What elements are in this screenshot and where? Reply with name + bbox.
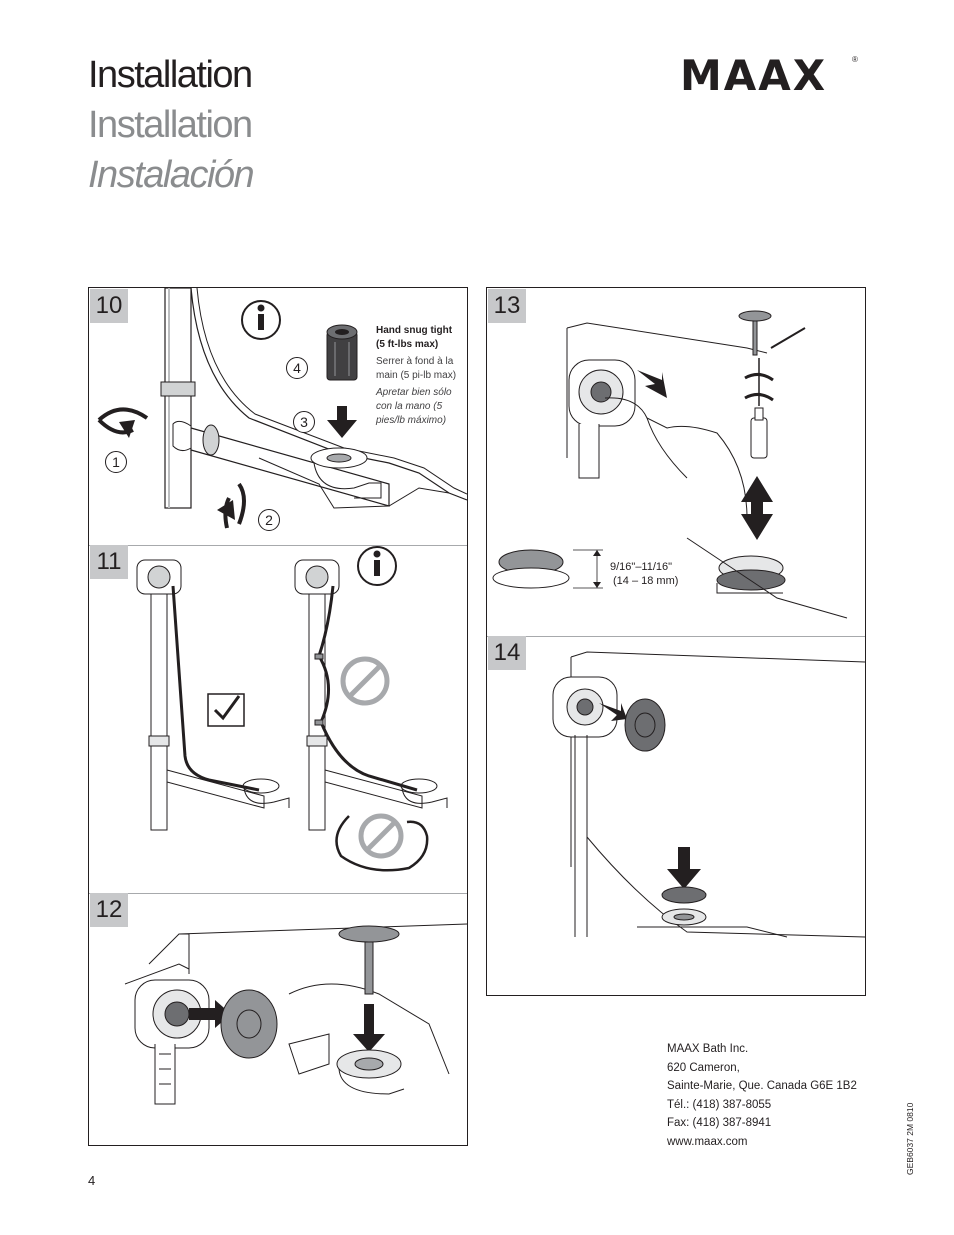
step-10-torque-note: Hand snug tight (5 ft-lbs max) Serrer à …: [376, 324, 466, 428]
page-number: 4: [88, 1173, 96, 1188]
fax-number: Fax: (418) 387-8941: [667, 1117, 772, 1130]
step-10-number: 10: [90, 289, 128, 323]
torque-note-english: Hand snug tight (5 ft-lbs max): [376, 325, 453, 350]
step-12-number: 12: [90, 893, 128, 927]
step-14-number: 14: [488, 636, 526, 670]
prohibited-icon: [358, 813, 404, 859]
correct-assembly: [136, 559, 290, 831]
step-10-callout-4: 4: [286, 357, 308, 379]
phone-number: Tél.: (418) 387-8055: [667, 1098, 772, 1111]
website-link[interactable]: www.maax.com: [667, 1135, 748, 1148]
street-address: 620 Cameron,: [667, 1061, 740, 1074]
step-13-number: 13: [488, 289, 526, 323]
step-12-illustration: [124, 923, 467, 1105]
company-name: MAAX Bath Inc.: [667, 1043, 749, 1055]
step-10-illustration: [97, 288, 467, 529]
document-reference: GEB6037 2M 0810: [905, 1102, 915, 1175]
step-10-callout-2: 2: [258, 509, 280, 531]
page-title-french: Installation: [88, 104, 253, 146]
step-11-illustration: [136, 546, 448, 872]
divider: [89, 545, 467, 546]
stopper-height-dimension: 9/16"–11/16" (14 – 18 mm): [610, 560, 678, 588]
steps-panel-left: 10 1 2 3: [88, 287, 468, 1146]
prohibited-icon: [340, 656, 390, 706]
step-14-illustration: [552, 651, 865, 938]
maax-logo-text: MAAX: [680, 52, 827, 94]
divider: [487, 636, 865, 637]
maax-logo: MAAX ®: [680, 52, 858, 94]
incorrect-assembly: [294, 559, 448, 831]
registered-mark: ®: [852, 55, 858, 64]
step-13-illustration: [492, 310, 848, 619]
page-title-spanish: Instalación: [88, 154, 255, 196]
page-title-english: Installation: [88, 54, 253, 96]
dimension-imperial: 9/16"–11/16": [610, 561, 673, 573]
step-11-number: 11: [90, 545, 128, 579]
step-10-callout-1: 1: [105, 451, 127, 473]
torque-note-spanish: Apretar bien sólo con la mano (5 pies/lb…: [376, 387, 452, 426]
step-10-callout-3: 3: [293, 411, 315, 433]
city-address: Sainte-Marie, Que. Canada G6E 1B2: [667, 1080, 857, 1093]
steps-panel-right: 13 9/16"–11/: [486, 287, 866, 996]
torque-note-french: Serrer à fond à la main (5 pi-lb max): [376, 356, 457, 381]
dimension-metric: (14 – 18 mm): [613, 575, 679, 587]
company-address: MAAX Bath Inc. 620 Cameron, Sainte-Marie…: [667, 1040, 857, 1152]
divider: [89, 893, 467, 894]
